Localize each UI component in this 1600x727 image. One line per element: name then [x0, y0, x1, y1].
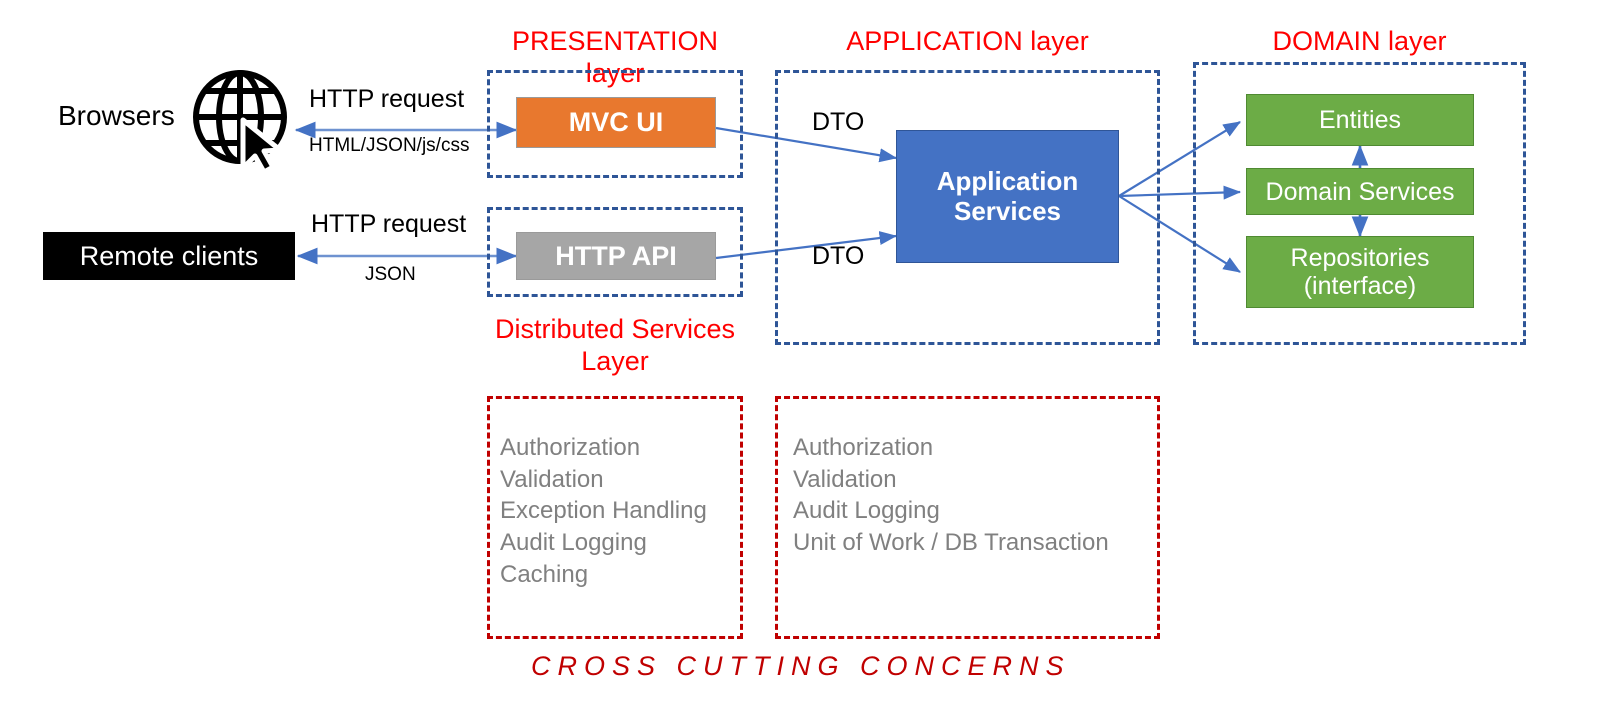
layer-label-distributed-services: Distributed Services Layer: [494, 314, 736, 376]
edge-label-remote-request: HTTP request: [311, 210, 467, 238]
application-services-box: Application Services: [896, 130, 1119, 263]
layer-label-application: APPLICATION layer: [846, 26, 1089, 56]
arrow-mvc-appservices: [715, 126, 898, 163]
cross-cutting-concerns-title: CROSS CUTTING CONCERNS: [531, 651, 1071, 681]
browsers-label: Browsers: [58, 100, 175, 131]
distributed-services-concerns-container: [487, 396, 743, 639]
repositories-label: Repositories (interface): [1290, 244, 1430, 300]
concern-item: Unit of Work / DB Transaction: [793, 529, 1109, 557]
arrow-appservices-domainservices: [1118, 185, 1242, 200]
concern-item: Caching: [500, 560, 589, 588]
edge-label-dto-bottom: DTO: [812, 242, 865, 270]
edge-label-browser-request: HTTP request: [309, 85, 465, 113]
concern-item: Audit Logging: [793, 497, 940, 525]
application-concerns-container: [775, 396, 1160, 639]
domain-layer-container: [1193, 62, 1526, 345]
edge-label-remote-response: JSON: [365, 264, 416, 285]
arrow-api-appservices: [715, 231, 898, 260]
presentation-layer-container: [487, 70, 743, 178]
edge-label-browser-response: HTML/JSON/js/css: [309, 135, 470, 156]
concern-item: Validation: [500, 465, 604, 493]
http-api-box: HTTP API: [516, 232, 716, 280]
concern-item: Audit Logging: [500, 529, 647, 557]
remote-clients-box: Remote clients: [43, 232, 295, 280]
repositories-box: Repositories (interface): [1246, 236, 1474, 308]
layer-label-domain: DOMAIN layer: [1272, 26, 1447, 56]
entities-box: Entities: [1246, 94, 1474, 146]
concern-item: Exception Handling: [500, 497, 707, 525]
globe-cursor-icon: [185, 62, 295, 175]
distributed-services-layer-container: [487, 207, 743, 297]
concern-item: Authorization: [500, 434, 641, 461]
edge-label-dto-top: DTO: [812, 108, 865, 136]
mvc-ui-box: MVC UI: [516, 97, 716, 148]
application-layer-container: [775, 70, 1160, 345]
arrow-appservices-entities: [1118, 121, 1241, 197]
arrow-appservices-repositories: [1118, 195, 1241, 273]
concern-item: Validation: [793, 465, 897, 493]
application-services-label: Application Services: [936, 166, 1079, 226]
concern-item: Authorization: [793, 434, 934, 461]
domain-services-box: Domain Services: [1246, 168, 1474, 215]
